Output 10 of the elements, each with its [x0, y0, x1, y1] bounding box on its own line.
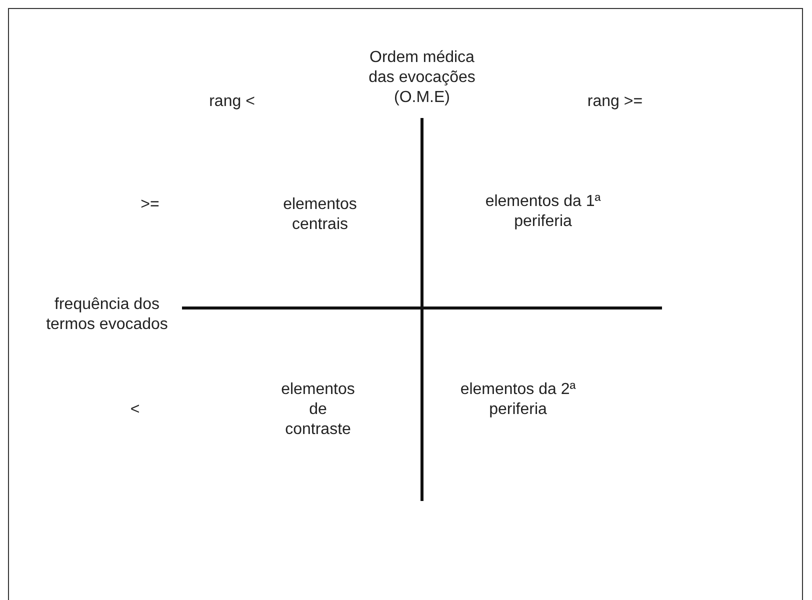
axis-label: rang >=: [586, 92, 644, 112]
axis-label: >=: [140, 195, 160, 215]
axis-label: Ordem médica das evocações (O.M.E): [368, 48, 476, 108]
axis-label: elementos centrais: [282, 195, 358, 235]
axis-label: elementos da 2ª periferia: [459, 380, 577, 420]
axis-label: rang <: [208, 92, 256, 112]
axis-label: elementos de contraste: [280, 380, 356, 440]
axis-label: <: [129, 400, 141, 420]
axis-label: frequência dos termos evocados: [45, 295, 169, 335]
axis-label: elementos da 1ª periferia: [484, 192, 602, 232]
